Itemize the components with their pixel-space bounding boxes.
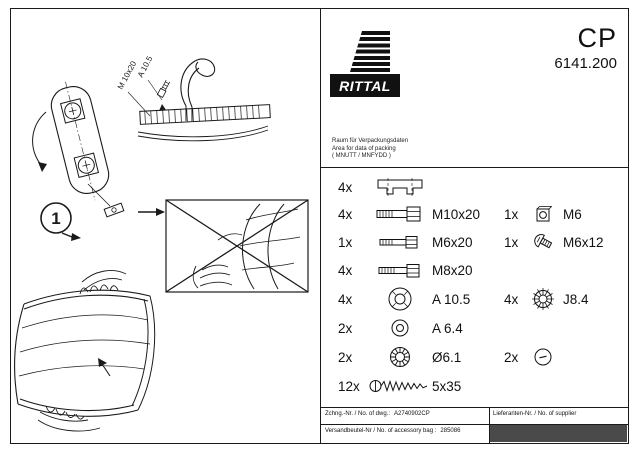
assembly-drawings: A 10.5 M 10x20 1 [14, 54, 309, 432]
parts-row: 2x A 6.4 [338, 315, 628, 341]
packing-note-line-de: Raum für Verpackungsdaten [332, 138, 409, 144]
panel-handling-drawing [14, 270, 156, 432]
footer-top-line [321, 407, 628, 408]
next-step-arrow [138, 208, 165, 216]
parts-row-right: 1x M6 [504, 201, 582, 227]
pan-head-screw-icon [528, 232, 558, 252]
hex-bolt-icon [368, 262, 432, 279]
hex-bolt-icon [368, 234, 432, 250]
packing-note-line-en: Area for data of packing [332, 145, 396, 152]
parts-row-right: 1x M6x12 [504, 229, 604, 255]
header-separator-line [321, 167, 628, 168]
part-qty: 4x [504, 291, 519, 307]
tapping-screw-icon [368, 378, 432, 394]
product-code: CP [577, 23, 617, 53]
rittal-logo-wordmark: RITTAL [330, 74, 400, 97]
step-1-badge: 1 [40, 202, 81, 241]
packing-note-codes: ( MNUTT / MNFYDD ) [332, 153, 391, 159]
parts-row: 4x M10x20 1x M6 [338, 201, 628, 227]
supplier-number-field [490, 425, 627, 442]
part-label: M6x20 [432, 234, 473, 250]
part-qty: 4x [338, 291, 353, 307]
product-number: 6141.200 [554, 55, 617, 72]
part-label: A 10.5 [432, 291, 471, 307]
part-label: A 6.4 [432, 320, 463, 336]
drawing-number-label: Zchng.-Nr. / No. of dwg.: [325, 411, 391, 417]
supplier-number-cell: Lieferanten-Nr. / No. of supplier [493, 411, 576, 417]
parts-row: 4x M8x20 [338, 257, 628, 283]
product-id-block: CP 6141.200 [554, 24, 617, 72]
part-label: 5x35 [432, 378, 462, 394]
flat-washer-icon [368, 286, 432, 312]
hex-bolt-icon [368, 205, 432, 223]
part-label: M6x12 [563, 234, 604, 250]
dim-label-a: A 10.5 [136, 54, 155, 79]
locking-plate-drawing [50, 81, 110, 201]
part-qty: 4x [338, 179, 353, 195]
step-number: 1 [51, 209, 60, 228]
panel-divider-line [320, 8, 321, 443]
drawing-number-cell: Zchng.-Nr. / No. of dwg.:A2740902CP [325, 411, 430, 417]
page-border [10, 8, 629, 444]
flat-washer-icon [368, 318, 432, 338]
supplier-number-label: Lieferanten-Nr. / No. of supplier [493, 411, 577, 417]
dimension-labels: A 10.5 M 10x20 [116, 54, 155, 91]
footer-divider-line [489, 407, 490, 443]
part-qty: 2x [338, 320, 353, 336]
part-qty: 1x [504, 234, 519, 250]
parts-row: 1x M6x20 1x M [338, 229, 628, 255]
toothed-washer-icon [528, 287, 558, 311]
part-qty: 2x [504, 349, 519, 365]
parts-row: 4x [338, 174, 628, 200]
part-label: M8x20 [432, 262, 473, 278]
part-label: J8.4 [563, 291, 589, 307]
accessory-bag-cell: Versandbeutel-Nr / No. of accessory bag … [325, 428, 460, 434]
detail-leader-and-clip [87, 183, 125, 218]
part-label: Ø6.1 [432, 349, 462, 365]
wrong-usage-crossed-box [165, 199, 309, 293]
knurled-nut-icon [368, 346, 432, 368]
part-qty: 4x [338, 206, 353, 222]
slotted-cap-icon [528, 347, 558, 367]
part-qty: 1x [504, 206, 519, 222]
packing-data-note: Raum für Verpackungsdaten Area for data … [332, 138, 408, 161]
clamp-bracket-icon [368, 177, 432, 197]
parts-row: 2x Ø6.1 2x [338, 344, 628, 370]
part-qty: 1x [338, 234, 353, 250]
accessory-bag-value: 285086 [440, 428, 461, 434]
footer-middle-line [321, 424, 628, 425]
part-qty: 12x [338, 378, 360, 394]
drawing-number-value: A2740902CP [394, 411, 430, 417]
part-qty: 2x [338, 349, 353, 365]
parts-row-right: 4x J8.4 [504, 286, 589, 312]
parts-row-right: 2x [504, 344, 563, 370]
part-label: M6 [563, 206, 582, 222]
parts-row: 4x A 10.5 4x J8.4 [338, 286, 628, 312]
part-qty: 4x [338, 262, 353, 278]
square-nut-icon [528, 205, 558, 223]
lever-assembly-drawing [127, 58, 271, 142]
parts-row: 12x 5x35 [338, 373, 628, 399]
rotation-arrow [32, 111, 47, 172]
accessory-bag-label: Versandbeutel-Nr / No. of accessory bag … [325, 428, 437, 434]
part-label: M10x20 [432, 206, 481, 222]
